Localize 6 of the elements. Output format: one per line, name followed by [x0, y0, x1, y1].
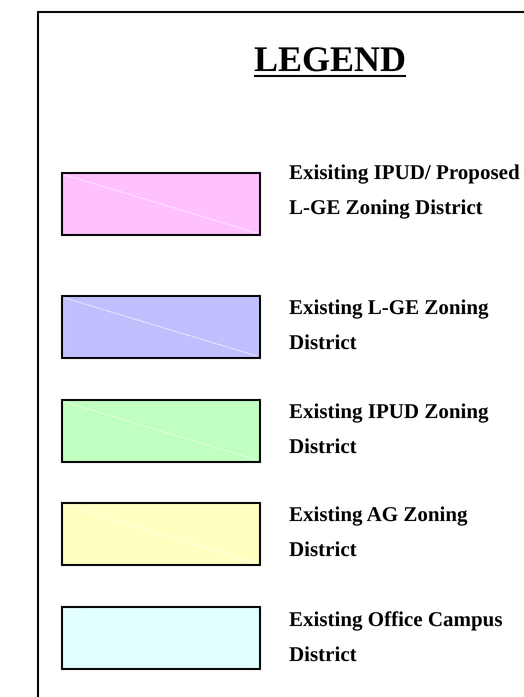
legend-label: Existing IPUD Zoning District	[289, 398, 490, 460]
legend-title: LEGEND	[254, 39, 406, 79]
legend-label: Existing Office Campus District	[289, 606, 504, 668]
legend-label: Exisiting IPUD/ Proposed L-GE Zoning District	[289, 159, 521, 221]
legend-label: Existing L-GE Zoning District	[289, 294, 490, 356]
legend-label: Existing AG Zoning District	[289, 501, 469, 563]
